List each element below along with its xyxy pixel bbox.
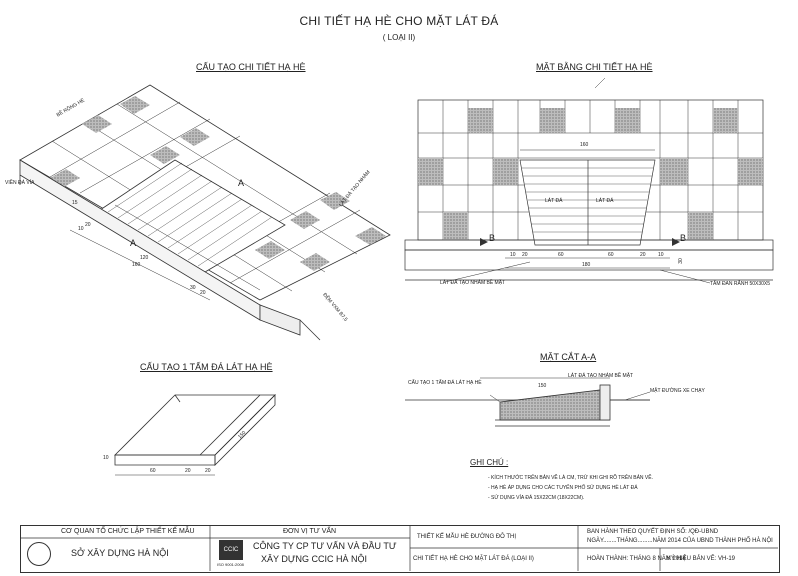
notes-heading: GHI CHÚ : bbox=[470, 458, 509, 467]
slab-dim-0: 10 bbox=[103, 455, 109, 461]
plan-label-bottom-right: TẤM ĐAN RÃNH 50X30X5 bbox=[710, 281, 771, 287]
consult-label: ĐƠN VỊ TƯ VẤN bbox=[283, 528, 337, 535]
section-title-plan: MẶT BẰNG CHI TIẾT HẠ HÈ bbox=[536, 62, 653, 72]
iso-dim-4: 160 bbox=[132, 262, 141, 268]
iso-mark: ISO 9001:2008 bbox=[217, 562, 244, 567]
plan-dim-b2: 60 bbox=[558, 252, 564, 258]
plan-dim-b4: 20 bbox=[640, 252, 646, 258]
plan-dim-total: 180 bbox=[582, 262, 591, 268]
slab-dim-3: 20 bbox=[205, 468, 211, 474]
iso-dim-1: 20 bbox=[85, 222, 91, 228]
agency-seal bbox=[27, 542, 51, 566]
section-aa bbox=[405, 377, 651, 427]
drawing-subtitle: ( LOẠI II) bbox=[382, 33, 416, 42]
iso-dim-3: 120 bbox=[140, 255, 149, 261]
plan-dim-top: 160 bbox=[580, 142, 589, 148]
agency-name: SỞ XÂY DỰNG HÀ NỘI bbox=[71, 548, 169, 558]
design-title: THIẾT KẾ MẪU HÈ ĐƯỜNG ĐÔ THỊ bbox=[417, 534, 517, 540]
plan-dim-b0: 10 bbox=[510, 252, 516, 258]
slab-view bbox=[114, 394, 276, 476]
note-item-1: - HẠ HÈ ÁP DỤNG CHO CÁC TUYẾN PHỐ SỬ DỤN… bbox=[488, 485, 638, 491]
plan-dim-b5: 10 bbox=[658, 252, 664, 258]
agency-label: CƠ QUAN TỔ CHỨC LẬP THIẾT KẾ MẪU bbox=[61, 528, 195, 535]
iso-dim-0: 15 bbox=[72, 200, 78, 206]
plan-dim-b3: 60 bbox=[608, 252, 614, 258]
consult-name-2: XÂY DỰNG CCIC HÀ NỘI bbox=[261, 554, 368, 564]
section-title-aa: MẶT CẮT A-A bbox=[540, 352, 597, 362]
section-label-left: CẤU TẠO 1 TẤM ĐÁ LÁT HẠ HÈ bbox=[408, 380, 482, 386]
issued-line-1: BAN HÀNH THEO QUYẾT ĐỊNH SỐ: /QĐ-UBND bbox=[587, 529, 719, 535]
note-item-2: - SỬ DỤNG VỈA ĐÁ 15X22CM (18X22CM). bbox=[488, 495, 585, 501]
title-block-lines bbox=[20, 525, 778, 571]
note-item-0: - KÍCH THƯỚC TRÊN BẢN VẼ LÀ CM, TRỪ KHI … bbox=[488, 475, 653, 481]
section-title-detail: CẤU TẠO CHI TIẾT HẠ HÈ bbox=[196, 62, 306, 72]
section-title-slab: CẤU TẠO 1 TẤM ĐÁ LÁT HẠ HÈ bbox=[140, 362, 273, 372]
plan-label-lat-da-1: LÁT ĐÁ bbox=[545, 198, 563, 204]
iso-label-vien-da-via: VIỀN ĐÁ VỈA bbox=[5, 180, 35, 186]
drawing-name: CHI TIẾT HẠ HÈ CHO MẶT LÁT ĐÁ (LOẠI II) bbox=[413, 556, 534, 562]
consult-name-1: CÔNG TY CP TƯ VẤN VÀ ĐẦU TƯ bbox=[253, 541, 397, 551]
iso-dim-6: 20 bbox=[200, 290, 206, 296]
iso-label-a-2: A bbox=[238, 178, 245, 188]
sheet-code: KÝ HIỆU BẢN VẼ: VH-19 bbox=[667, 556, 736, 562]
issued-line-2: NGÀY........THÁNG.........NĂM 2014 CỦA U… bbox=[587, 538, 773, 544]
plan-label-b-right: B bbox=[680, 233, 687, 243]
iso-dim-5: 30 bbox=[190, 285, 196, 291]
slab-dim-1: 60 bbox=[150, 468, 156, 474]
title-block: CƠ QUAN TỔ CHỨC LẬP THIẾT KẾ MẪU SỞ XÂY … bbox=[20, 525, 780, 573]
slab-dim-2: 20 bbox=[185, 468, 191, 474]
iso-detail bbox=[19, 84, 391, 341]
plan-label-lat-da-2: LÁT ĐÁ bbox=[596, 198, 614, 204]
ccic-logo: CCIC bbox=[219, 540, 243, 560]
drawing-title: CHI TIẾT HẠ HÈ CHO MẶT LÁT ĐÁ bbox=[299, 14, 499, 28]
section-label-mid: LÁT ĐÁ TẠO NHÁM BỀ MẶT bbox=[568, 373, 634, 379]
plan-label-bottom-left: LÁT ĐÁ TẠO NHÁM BỀ MẶT bbox=[440, 280, 506, 286]
plan-view bbox=[404, 77, 774, 284]
completed-date: HOÀN THÀNH: THÁNG 8 NĂM 2014 bbox=[587, 556, 686, 562]
plan-label-b-left: B bbox=[489, 233, 496, 243]
plan-dim-side: 30 bbox=[677, 258, 684, 264]
iso-dim-2: 10 bbox=[78, 226, 84, 232]
section-dim: 150 bbox=[538, 383, 547, 389]
section-label-right: MẶT ĐƯỜNG XE CHẠY bbox=[650, 388, 705, 394]
iso-label-a: A bbox=[130, 238, 137, 248]
plan-dim-b1: 20 bbox=[522, 252, 528, 258]
